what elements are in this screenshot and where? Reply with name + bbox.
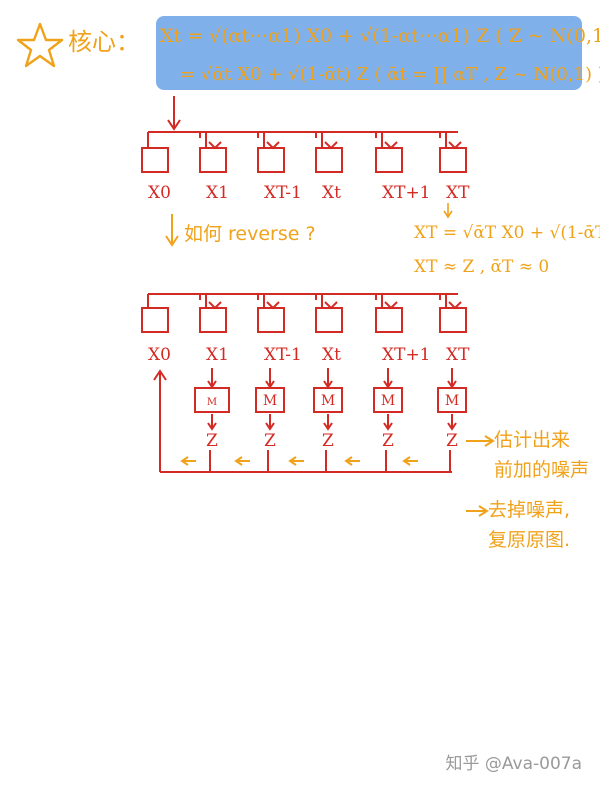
reverse-cell-3 xyxy=(315,294,343,333)
forward-cell-0 xyxy=(141,132,169,173)
formula-line-2: = √ᾱt X0 + √(1-ᾱt) Z ( ᾱt = ∏ αT , Z ~ N… xyxy=(180,64,600,85)
return-arrows xyxy=(180,456,418,466)
note-arrow-1-icon xyxy=(466,435,495,447)
forward-label-1: X1 xyxy=(206,183,229,203)
reverse-box-0 xyxy=(141,307,169,333)
forward-cell-5 xyxy=(439,132,467,173)
forward-cell-4 xyxy=(375,132,403,173)
note-denoise-line-1: 去掉噪声, xyxy=(488,499,570,521)
reverse-box-2 xyxy=(257,307,285,333)
model-box-3 xyxy=(313,387,343,413)
reverse-cell-1 xyxy=(199,294,227,333)
reverse-box-5 xyxy=(439,307,467,333)
forward-chain-labels: X0 X1 XT-1 Xt XT+1 XT xyxy=(148,183,470,203)
reverse-box-4 xyxy=(375,307,403,333)
noise-label-2: Z xyxy=(264,431,276,451)
down-arrow-icon xyxy=(167,96,181,131)
forward-box-4 xyxy=(375,147,403,173)
model-label-1: M xyxy=(207,397,217,408)
reverse-label-4: XT+1 xyxy=(382,345,431,365)
forward-box-0 xyxy=(141,147,169,173)
model-box-1 xyxy=(194,387,230,413)
note-estimate-line-1: 估计出来 xyxy=(494,429,570,451)
reverse-label-0: X0 xyxy=(148,345,171,365)
note-estimate-line-2: 前加的噪声 xyxy=(494,459,589,481)
forward-label-2: XT-1 xyxy=(264,183,302,203)
forward-box-5 xyxy=(439,147,467,173)
reverse-arrow-icon xyxy=(165,214,179,247)
note-denoise-line-2: 复原原图. xyxy=(488,529,570,551)
reverse-cell-2 xyxy=(257,294,285,333)
forward-chain xyxy=(141,131,467,173)
forward-label-0: X0 xyxy=(148,183,171,203)
reverse-label-5: XT xyxy=(446,345,470,365)
star-icon xyxy=(16,22,64,68)
reverse-cell-4 xyxy=(375,294,403,333)
reverse-label-1: X1 xyxy=(206,345,229,365)
forward-label-3: Xt xyxy=(322,183,341,203)
noise-label-5: Z xyxy=(446,431,458,451)
note-arrow-2-icon xyxy=(466,505,489,517)
formula-highlight-box xyxy=(156,16,582,90)
model-label-3: M xyxy=(321,393,335,409)
reverse-label-2: XT-1 xyxy=(264,345,302,365)
model-label-4: M xyxy=(381,393,395,409)
forward-label-5: XT xyxy=(446,183,470,203)
forward-cell-2 xyxy=(257,132,285,173)
reverse-label-3: Xt xyxy=(322,345,341,365)
reverse-question: 如何 reverse ? xyxy=(184,223,316,245)
reverse-chain xyxy=(141,293,467,473)
reverse-cell-5 xyxy=(439,294,467,333)
reverse-box-1 xyxy=(199,307,227,333)
forward-cell-1 xyxy=(199,132,227,173)
forward-box-3 xyxy=(315,147,343,173)
model-box-5 xyxy=(437,387,467,413)
model-label-5: M xyxy=(445,393,459,409)
formula-line-1: Xt = √(αt⋯α1) X0 + √(1-αt⋯α1) Z ( Z ~ N(… xyxy=(160,25,600,47)
noise-label-1: Z xyxy=(206,431,218,451)
forward-box-2 xyxy=(257,147,285,173)
xt-formula: XT = √ᾱT X0 + √(1-ᾱT) Z xyxy=(414,223,600,243)
xt-approx: XT ≈ Z , ᾱT ≈ 0 xyxy=(414,257,549,277)
model-box-2 xyxy=(255,387,285,413)
forward-box-1 xyxy=(199,147,227,173)
noise-label-4: Z xyxy=(382,431,394,451)
reverse-box-3 xyxy=(315,307,343,333)
small-down-arrow-icon xyxy=(443,203,453,219)
forward-label-4: XT+1 xyxy=(382,183,431,203)
forward-cell-3 xyxy=(315,132,343,173)
reverse-cell-0 xyxy=(141,294,169,333)
watermark: 知乎 @Ava-007a xyxy=(445,754,582,774)
noise-label-3: Z xyxy=(322,431,334,451)
key-point-label: 核心： xyxy=(68,28,140,56)
model-box-4 xyxy=(373,387,403,413)
model-label-2: M xyxy=(263,393,277,409)
reverse-chain-labels: X0 X1 XT-1 Xt XT+1 XT M Z M Z M Z M Z M Z xyxy=(148,345,470,466)
